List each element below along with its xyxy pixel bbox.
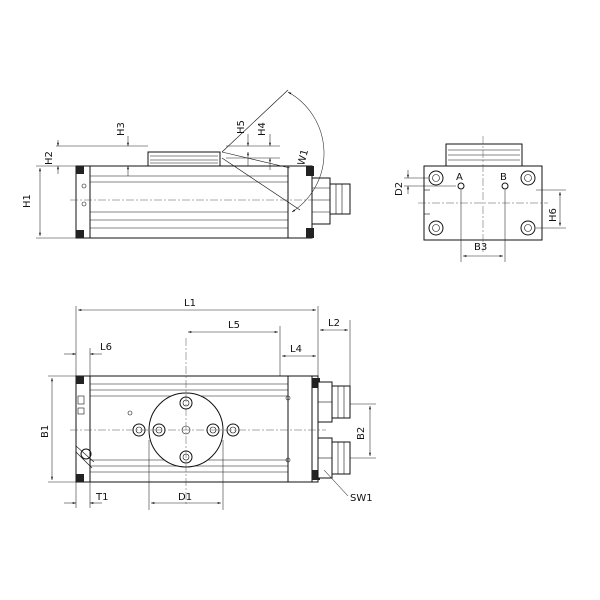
label-B: B	[500, 172, 507, 183]
label-L6: L6	[100, 342, 112, 353]
label-B2: B2	[356, 427, 367, 440]
label-L1: L1	[184, 298, 196, 309]
top-endcap-left	[75, 375, 91, 483]
label-B1: B1	[40, 425, 51, 438]
top-dimensions	[48, 306, 376, 510]
front-fitting	[311, 177, 331, 225]
label-L2: L2	[328, 318, 340, 329]
label-H5: H5	[236, 120, 247, 134]
label-L5: L5	[228, 320, 240, 331]
label-H2: H2	[44, 151, 55, 165]
top-endcap-right	[287, 375, 319, 483]
label-D1: D1	[178, 492, 192, 503]
label-L4: L4	[290, 344, 302, 355]
label-D2: D2	[394, 182, 405, 196]
front-housing	[75, 165, 313, 239]
front-view	[70, 89, 351, 239]
side-dimensions	[404, 170, 566, 262]
front-flange	[147, 151, 221, 167]
label-H4: H4	[257, 122, 268, 136]
side-view	[418, 136, 548, 252]
front-endcap-right	[287, 165, 313, 239]
top-view	[70, 338, 351, 505]
label-A: A	[456, 172, 463, 183]
front-dimensions	[36, 91, 325, 239]
label-H6: H6	[548, 208, 559, 222]
label-H1: H1	[22, 194, 33, 208]
label-H3: H3	[116, 122, 127, 136]
label-T1: T1	[95, 492, 108, 503]
label-W1: W1	[296, 148, 311, 167]
label-SW1: SW1	[350, 493, 373, 504]
label-B3: B3	[474, 242, 487, 253]
